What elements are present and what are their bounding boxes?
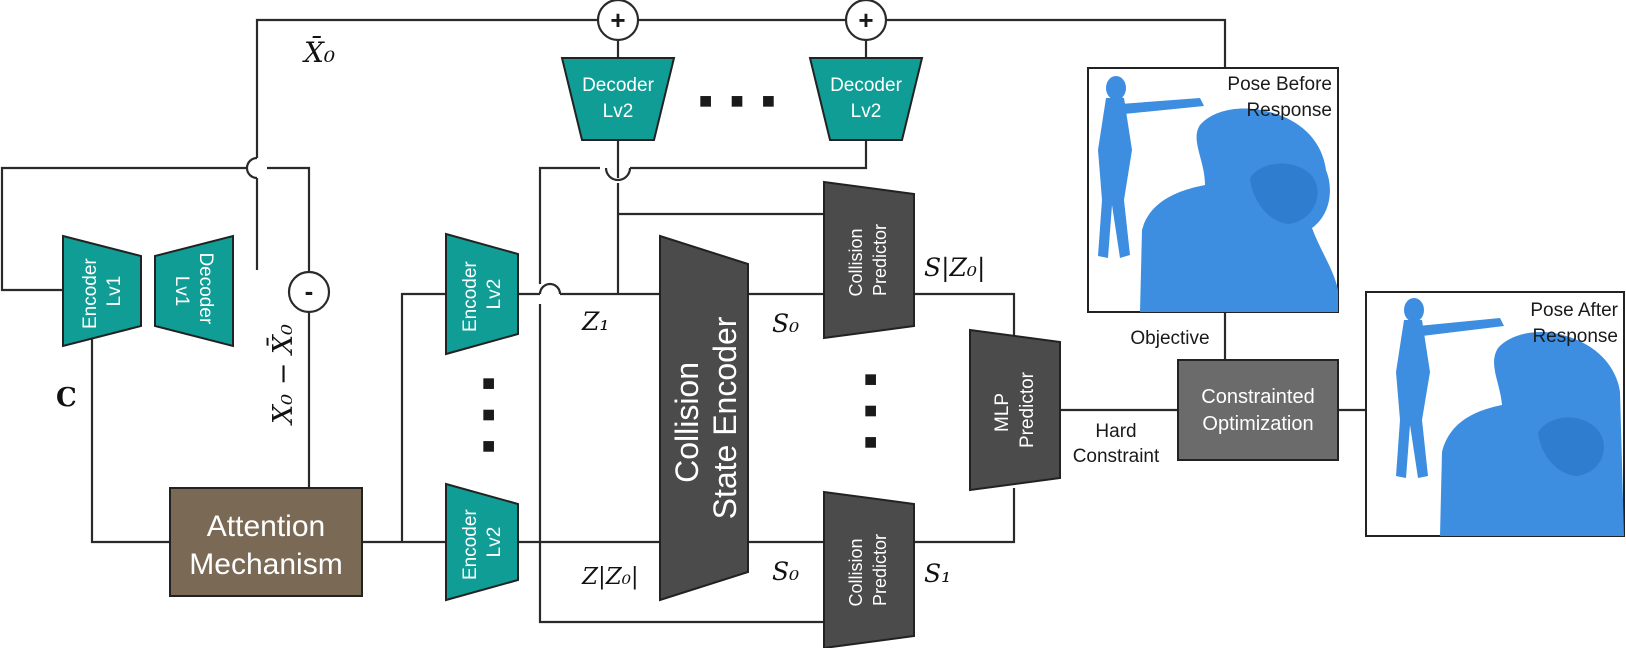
decoder-lv2-right: Decoder Lv2	[808, 57, 924, 141]
decoder-lv1-line1: Decoder	[195, 252, 216, 324]
collision-predictor-top-line2: Predictor	[870, 224, 890, 296]
decoder-lv2-right-line1: Decoder	[830, 75, 902, 96]
x0-bar-label: X̄₀	[302, 35, 335, 69]
encoder-lv1-line2: Lv1	[104, 276, 125, 307]
s0-bottom-label: S₀	[772, 557, 799, 586]
plus-sign-1: +	[610, 5, 625, 35]
encoder-lv2-bottom-line1: Encoder	[460, 509, 481, 580]
svg-text:Collision State Encoder: Collision State Encoder	[669, 316, 743, 519]
hard-constraint-line2: Constraint	[1073, 446, 1160, 467]
collision-predictor-top-line1: Collision	[846, 228, 866, 296]
x0-minus-x0bar-label: X₀ − X̄₀	[265, 324, 299, 426]
encoder-lv2-top-line1: Encoder	[460, 261, 481, 332]
collision-predictor-bottom-line1: Collision	[846, 538, 866, 606]
decoder-lv2-left-line1: Decoder	[582, 75, 654, 96]
pose-after-panel: Pose After Response	[1365, 291, 1625, 537]
constrained-opt-line1: Constrainted	[1201, 386, 1314, 408]
pose-after-line1: Pose After	[1530, 300, 1618, 321]
svg-text:Encoder Lv2: Encoder Lv2	[460, 256, 505, 332]
encoder-lv1: Encoder Lv1	[62, 234, 142, 348]
collision-predictor-bottom: Collision Predictor	[823, 490, 915, 648]
connection-lines	[0, 18, 1366, 624]
z1-label: Z₁	[581, 307, 609, 336]
constrained-opt-line2: Optimization	[1202, 413, 1313, 435]
collision-state-encoder-line1: Collision	[669, 362, 705, 483]
encoder-lv2-bottom-line2: Lv2	[484, 527, 505, 558]
svg-text:Collision Predictor: Collision Predictor	[846, 533, 890, 606]
attention-mechanism-box: Attention Mechanism	[169, 487, 363, 597]
pose-before-line2: Response	[1246, 100, 1332, 121]
decoder-ellipsis: ■ ■ ■	[699, 88, 781, 113]
minus-sign: -	[305, 276, 314, 306]
collision-predictor-bottom-line2: Predictor	[870, 534, 890, 606]
c-label: C	[56, 383, 77, 413]
s0-top-label: S₀	[772, 309, 799, 338]
encoder-lv2-top: Encoder Lv2	[445, 232, 519, 356]
decoder-lv2-left-line2: Lv2	[603, 101, 634, 122]
svg-text:Encoder Lv1: Encoder Lv1	[80, 253, 125, 329]
encoder-lv2-top-line2: Lv2	[484, 279, 505, 310]
decoder-lv2-left: Decoder Lv2	[560, 57, 676, 141]
mlp-predictor-line1: MLP	[992, 393, 1013, 432]
encoder-lv1-line1: Encoder	[80, 258, 101, 329]
pose-before-line1: Pose Before	[1227, 74, 1332, 95]
attention-line1: Attention	[207, 510, 325, 543]
pose-after-line2: Response	[1532, 326, 1618, 347]
pose-before-panel: Pose Before Response	[1087, 67, 1339, 313]
constrained-optimization-box: Constrainted Optimization	[1177, 359, 1339, 461]
svg-text:Collision Predictor: Collision Predictor	[846, 223, 890, 296]
mlp-predictor-line2: Predictor	[1017, 371, 1038, 448]
plus-sign-2: +	[858, 5, 873, 35]
collision-state-encoder-line2: State Encoder	[707, 316, 743, 519]
hard-constraint-line1: Hard	[1095, 421, 1136, 442]
predictor-ellipsis: ■ ■ ■	[859, 373, 884, 455]
svg-text:Decoder Lv1: Decoder Lv1	[171, 252, 216, 329]
pose-before-figure	[1098, 76, 1338, 312]
encoder-ellipsis: ■ ■ ■	[477, 377, 502, 459]
pose-after-figure	[1396, 298, 1624, 536]
svg-text:MLP Predictor: MLP Predictor	[992, 371, 1038, 448]
encoder-lv2-bottom: Encoder Lv2	[445, 482, 519, 602]
s-last-label: S|Z₀|	[924, 253, 985, 283]
mlp-predictor: MLP Predictor	[969, 328, 1061, 492]
collision-predictor-top: Collision Predictor	[823, 180, 915, 340]
objective-label: Objective	[1130, 328, 1209, 349]
s1-label: S₁	[924, 559, 951, 588]
collision-state-encoder: Collision State Encoder	[659, 234, 749, 602]
minus-operator: -	[287, 270, 331, 314]
svg-text:Encoder Lv2: Encoder Lv2	[460, 504, 505, 580]
decoder-lv2-right-line2: Lv2	[851, 101, 882, 122]
attention-line2: Mechanism	[189, 548, 342, 581]
z-last-label: Z|Z₀|	[581, 564, 639, 590]
plus-operator-2: +	[844, 0, 888, 42]
decoder-lv1-line2: Lv1	[171, 276, 192, 307]
plus-operator-1: +	[596, 0, 640, 42]
decoder-lv1: Decoder Lv1	[154, 234, 234, 348]
